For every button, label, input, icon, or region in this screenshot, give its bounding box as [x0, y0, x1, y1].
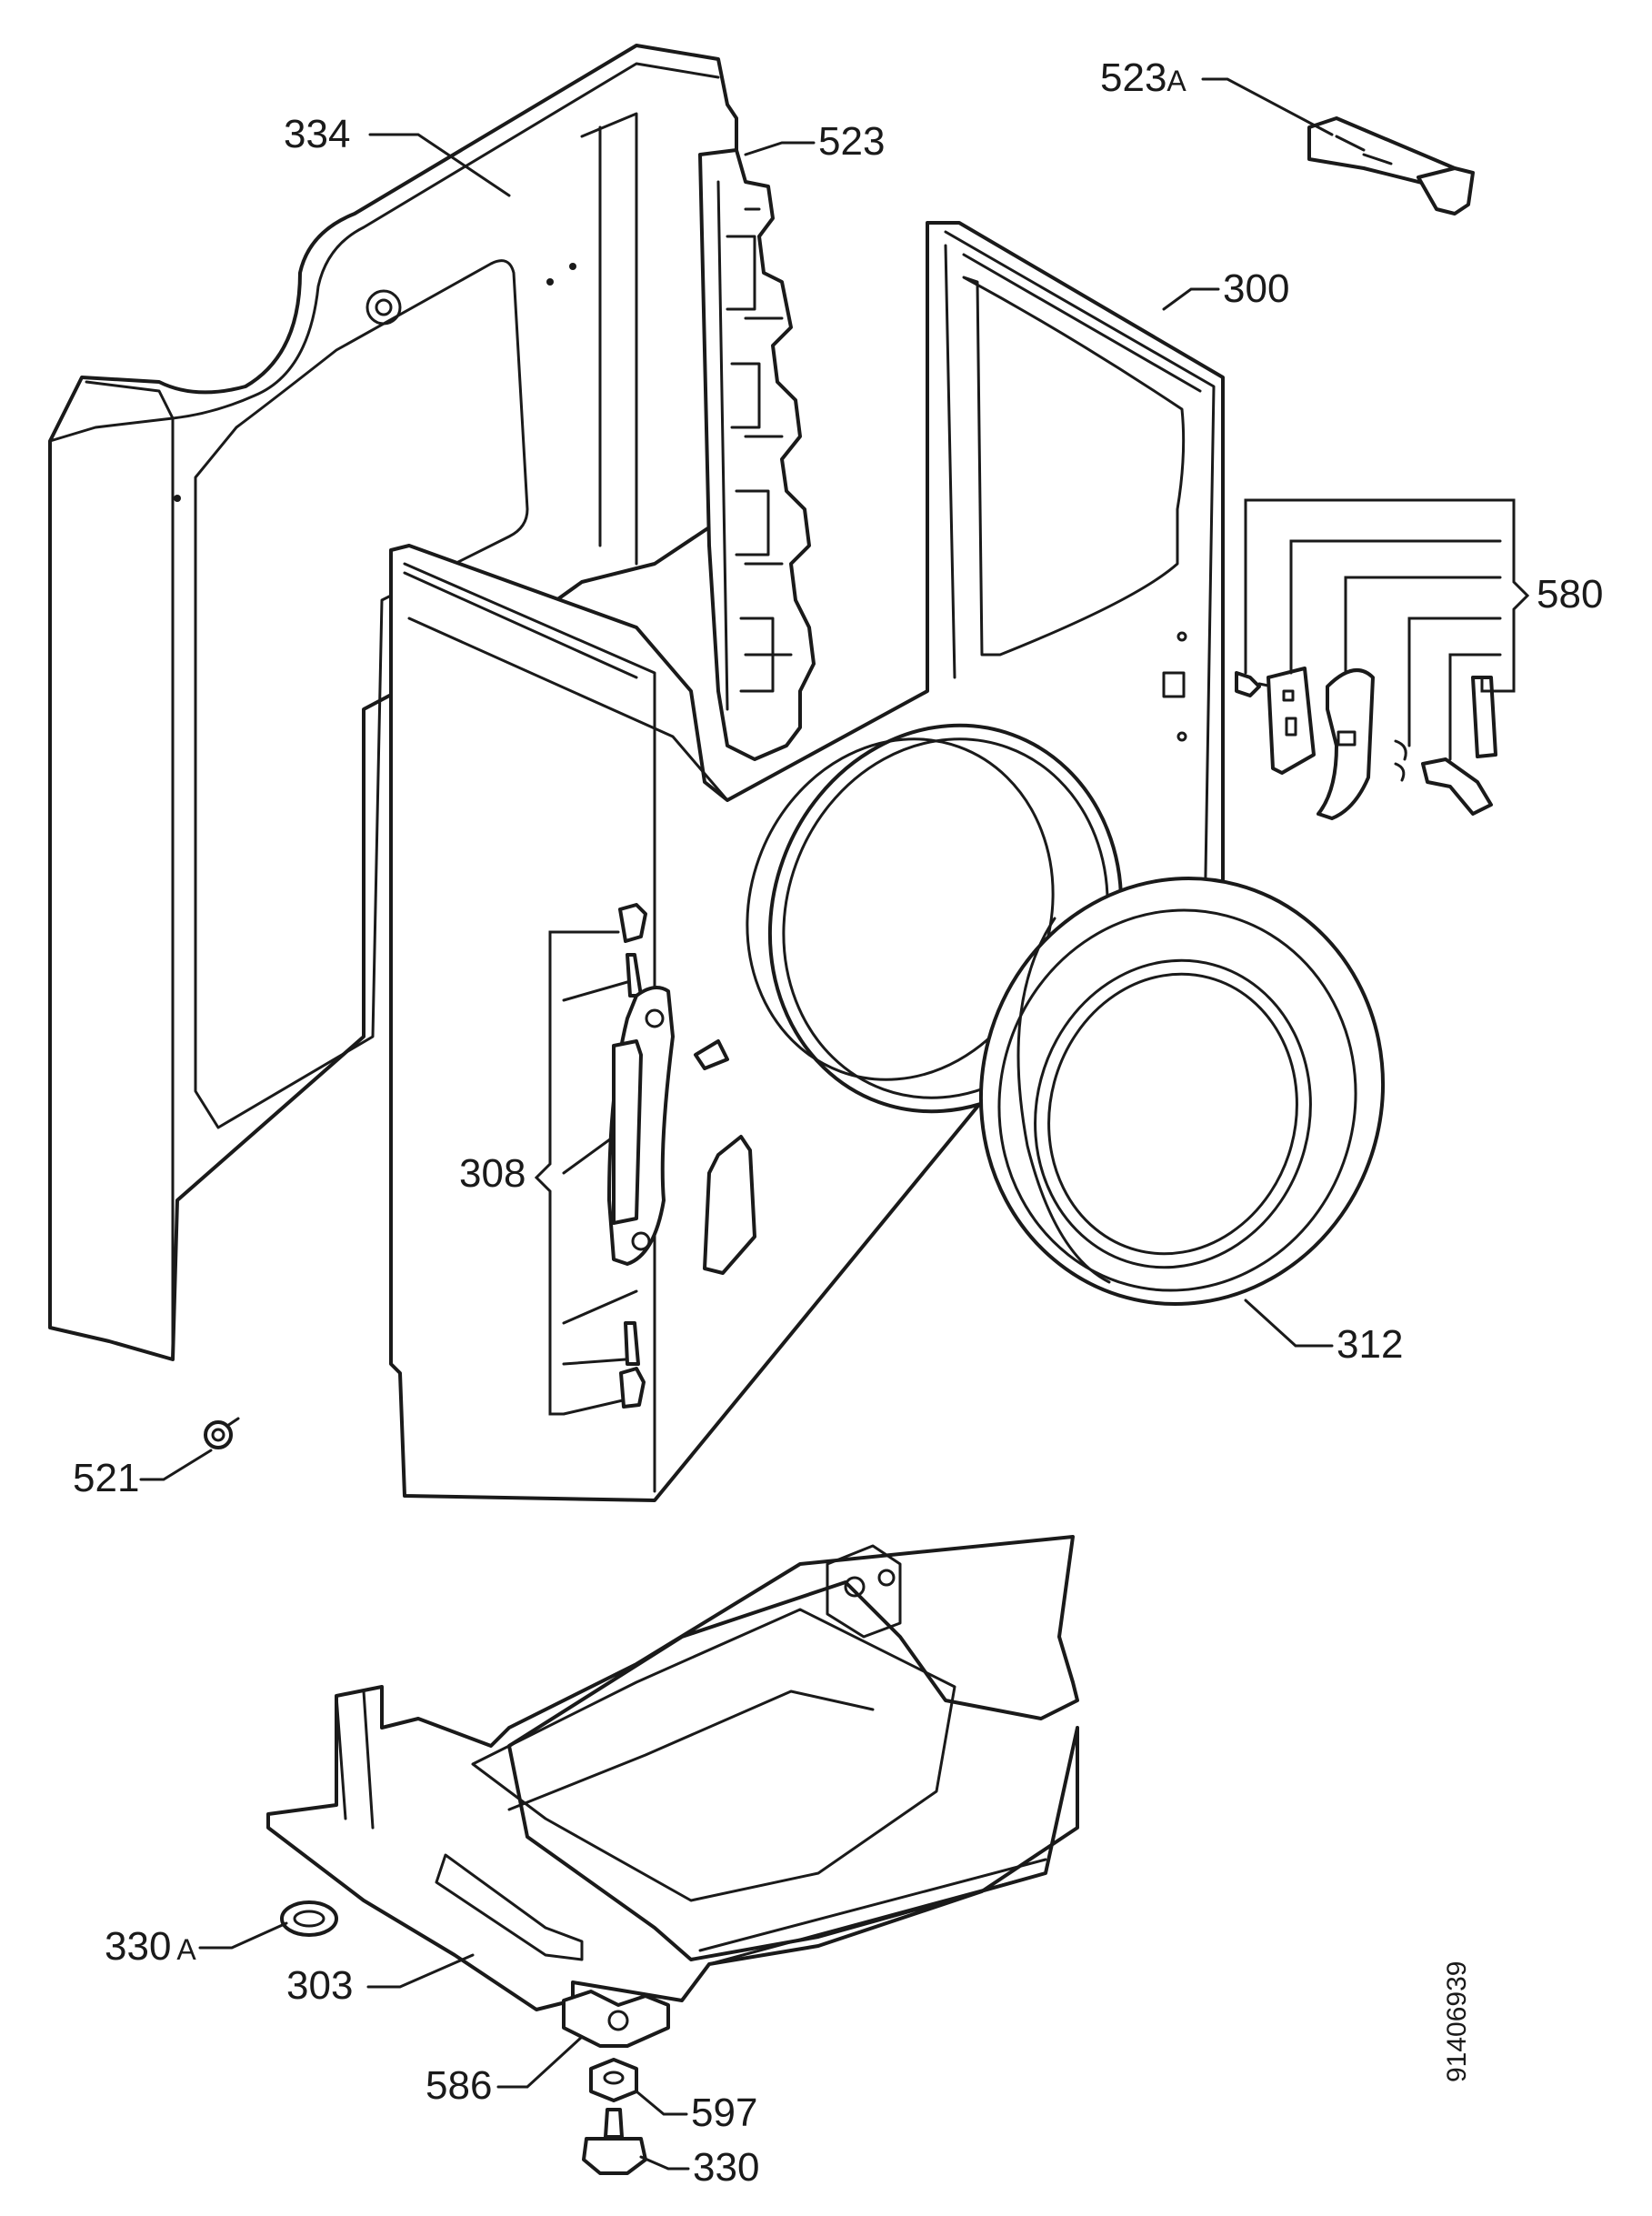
callout-303: 303 [286, 1963, 353, 2008]
callout-523: 523 [818, 119, 885, 164]
part-308-door-handle [607, 903, 756, 1409]
callout-580: 580 [1537, 572, 1603, 617]
part-330a-bushing [280, 1900, 338, 1937]
document-number: 91406939 [1442, 1961, 1472, 2082]
callout-521: 521 [73, 1456, 139, 1500]
callout-334: 334 [284, 112, 350, 156]
part-523a-bracket [1307, 116, 1475, 216]
callout-330: 330 [693, 2145, 759, 2190]
callout-330a-suffix: A [176, 1933, 196, 1966]
bracket-308 [534, 930, 566, 1416]
callout-523a-number: 523 [1100, 55, 1166, 100]
callout-308: 308 [459, 1151, 526, 1196]
part-597-nut [589, 2058, 638, 2102]
callout-597: 597 [691, 2091, 757, 2135]
callout-523a: 523A [1100, 55, 1186, 100]
part-521-screw [204, 1417, 240, 1449]
callout-300: 300 [1223, 266, 1289, 311]
callout-312: 312 [1337, 1322, 1403, 1367]
part-312-door-gasket [978, 876, 1386, 1307]
part-580-lock-set [1235, 667, 1497, 820]
bracket-580 [1498, 498, 1530, 693]
part-330-foot [582, 2108, 647, 2175]
part-523-clip-rail [698, 148, 816, 761]
part-334-rear-panel [48, 44, 738, 1361]
callout-523a-suffix: A [1166, 65, 1186, 97]
callout-330a-number: 330 [105, 1924, 171, 1969]
callout-586: 586 [426, 2063, 492, 2108]
part-303-base-frame [266, 1535, 1079, 2011]
leader-lines [139, 77, 1502, 2171]
